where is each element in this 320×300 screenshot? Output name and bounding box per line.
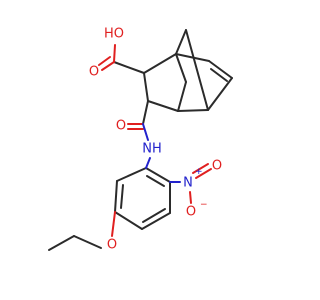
bond-ccooh-o-double <box>98 56 111 66</box>
bond-c6-c5 <box>208 60 233 79</box>
atom-label-nitro-oxygen: O <box>212 159 222 174</box>
bond-camide-n <box>142 123 149 141</box>
bond-ar6-ar1 <box>145 167 171 183</box>
bond-ar3-ar4 <box>114 211 143 230</box>
atom-labels: HO O O NH N + O O − O <box>89 27 222 253</box>
bond-c2-ccooh <box>113 61 145 74</box>
bond-ar4-ar5 <box>141 212 171 230</box>
bond-ar3-o <box>111 211 116 237</box>
bond-ar1-ar2 <box>116 167 147 182</box>
bond-ccooh-o <box>101 61 115 71</box>
atom-label-nitro-nitrogen: N <box>183 176 193 191</box>
hetero-bonds <box>98 44 212 237</box>
bond-c1-bridge <box>175 29 187 55</box>
bond-c6-c5-double <box>210 68 228 82</box>
bond-o-ch2 <box>73 235 102 249</box>
bond-c2-c1 <box>143 53 177 74</box>
bond-nitro-o <box>195 168 212 179</box>
atom-label-cooh-carbonyl: O <box>89 65 99 80</box>
atom-label-nitro-oxide: O <box>186 205 196 220</box>
bond-c4-c3 <box>147 100 179 112</box>
charge-nitro-minus: − <box>200 200 208 210</box>
bond-c7-c4 <box>177 81 187 112</box>
bond-ccooh-oh <box>113 44 116 63</box>
bond-ar6-ar1-double <box>146 175 165 187</box>
bond-c3-c2 <box>143 72 149 102</box>
charge-nitro-plus: + <box>195 167 203 177</box>
atom-label-cooh-hydroxyl: HO <box>104 27 124 42</box>
bond-c1-c7 <box>175 53 187 83</box>
bond-ar4-ar5-double <box>142 208 166 223</box>
atom-label-amide-nh: NH <box>142 142 162 157</box>
bond-nitro-ominus <box>189 191 192 204</box>
molecule-diagram: HO O O NH N + O O − O <box>48 27 233 253</box>
bond-ar2-ar3 <box>114 180 118 213</box>
bond-c4b-c4 <box>177 109 209 112</box>
bond-bridge-c4b <box>185 29 209 111</box>
bond-c3-camide <box>142 100 149 125</box>
atom-label-amide-oxygen: O <box>116 119 126 134</box>
bond-c1-c6 <box>175 53 210 62</box>
atom-label-ether-oxygen: O <box>107 238 117 253</box>
carbon-bonds <box>48 29 233 251</box>
bond-nitro-o-double <box>192 163 209 174</box>
bond-n-ar1 <box>145 157 151 169</box>
bond-c5-c4b <box>207 77 233 111</box>
bond-ar2-ar3-double <box>120 184 124 209</box>
structure-canvas: HO O O NH N + O O − O <box>48 27 233 253</box>
bond-ch2-ch3 <box>48 235 75 251</box>
